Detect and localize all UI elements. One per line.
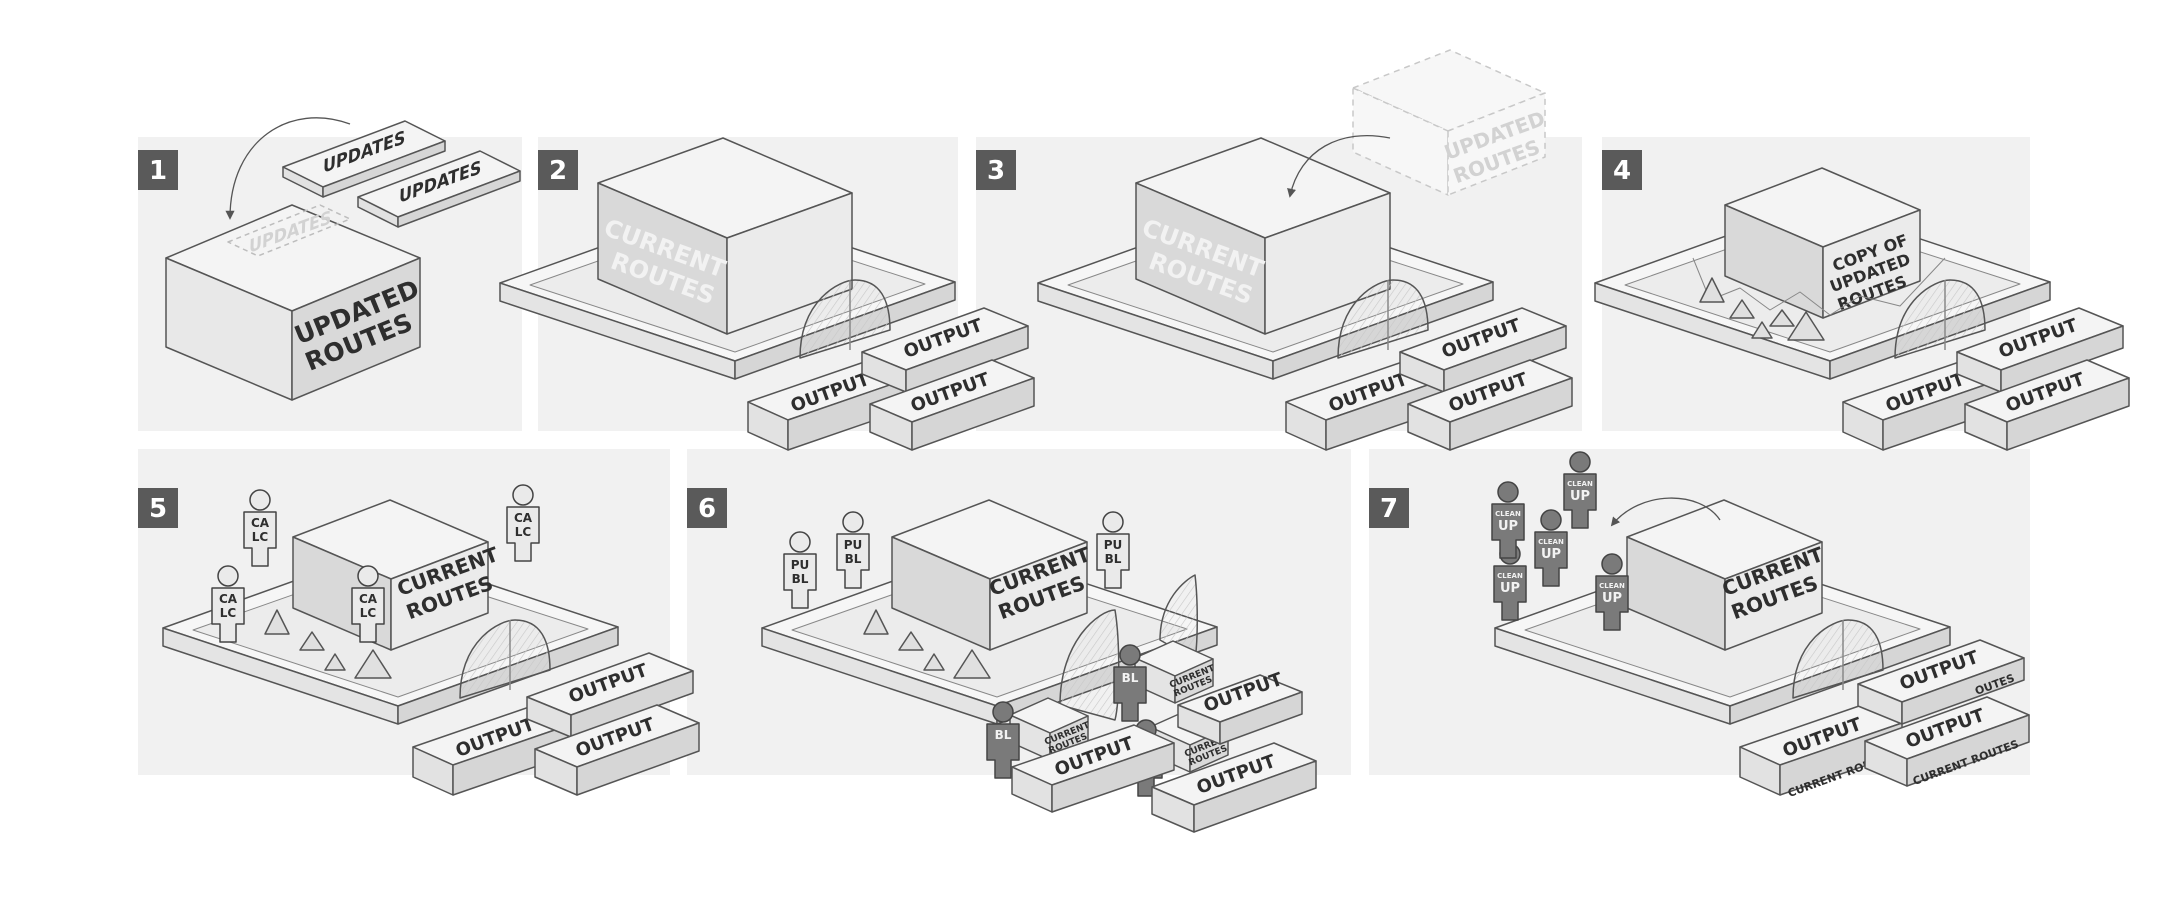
svg-text:CA: CA	[359, 592, 378, 606]
svg-text:LC: LC	[252, 530, 269, 544]
pyramid-icon	[953, 649, 991, 679]
svg-text:UP: UP	[1541, 547, 1561, 562]
svg-text:CLEAN: CLEAN	[1599, 582, 1625, 590]
svg-text:UP: UP	[1500, 581, 1520, 596]
arrow-icon	[1610, 497, 1721, 527]
svg-text:2: 2	[549, 156, 567, 186]
pyramid-icon	[354, 649, 392, 679]
step-badge-2: 2	[538, 150, 578, 190]
output-slab-3: OUTPUT	[1407, 359, 1573, 451]
pyramid-icon	[1729, 299, 1755, 319]
svg-text:4: 4	[1613, 156, 1631, 186]
step-1-scene: UPDATES UPDATES UPDATES UPDATED ROUTES	[165, 117, 521, 401]
pyramid-icon	[863, 609, 889, 635]
svg-text:CLEAN: CLEAN	[1495, 510, 1521, 518]
step-3-scene: CURRENT ROUTES UPDATED ROUTES OUTPUT OUT…	[1037, 49, 1573, 451]
svg-text:PU: PU	[844, 538, 863, 552]
output-slab-3: OUTPUT	[534, 704, 700, 796]
publish-worker: BL	[1113, 644, 1147, 722]
ghost-box	[1352, 49, 1546, 196]
output-slab-2: OUTPUT	[526, 652, 694, 738]
svg-text:UP: UP	[1498, 519, 1518, 534]
pyramid-icon	[1751, 321, 1773, 339]
output-slab-1: OUTPUT	[1011, 724, 1175, 813]
output-slab-1: OUTPUT	[747, 359, 911, 451]
svg-text:BL: BL	[995, 728, 1012, 742]
pyramid-icon	[1787, 311, 1825, 341]
output-slab-3: OUTPUT	[1151, 742, 1317, 833]
svg-text:1: 1	[149, 156, 167, 186]
arrow-icon	[1287, 134, 1391, 198]
svg-text:CA: CA	[514, 511, 533, 525]
step-badge-1: 1	[138, 150, 178, 190]
svg-text:LC: LC	[220, 606, 237, 620]
svg-text:CLEAN: CLEAN	[1567, 480, 1593, 488]
pyramid-icon	[898, 631, 924, 651]
output-slab-2: OUTPUT	[1956, 307, 2124, 393]
svg-text:BL: BL	[1105, 552, 1122, 566]
step-badge-4: 4	[1602, 150, 1642, 190]
publish-worker: BL	[986, 701, 1020, 779]
pyramid-icon	[1699, 277, 1725, 303]
pyramid-icon	[923, 653, 945, 671]
svg-text:3: 3	[987, 156, 1005, 186]
svg-text:CA: CA	[251, 516, 270, 530]
svg-text:CLEAN: CLEAN	[1497, 572, 1523, 580]
svg-text:UP: UP	[1602, 591, 1622, 606]
svg-text:6: 6	[698, 494, 716, 524]
svg-text:LC: LC	[360, 606, 377, 620]
step-badge-6: 6	[687, 488, 727, 528]
step-badge-5: 5	[138, 488, 178, 528]
pyramid-icon	[324, 653, 346, 671]
step-4-scene: COPY OF UPDATED ROUTES OUTPUT OUTPUT OUT…	[1594, 167, 2130, 451]
svg-text:7: 7	[1380, 494, 1398, 524]
svg-text:BL: BL	[792, 572, 809, 586]
svg-text:BL: BL	[845, 552, 862, 566]
svg-text:LC: LC	[515, 525, 532, 539]
output-slab-3: OUTPUT	[869, 359, 1035, 451]
step-2-scene: CURRENT ROUTES OUTPUT OUTPUT OUTPUT	[499, 137, 1035, 451]
step-badge-7: 7	[1369, 488, 1409, 528]
pyramid-icon	[299, 631, 325, 651]
step-badge-3: 3	[976, 150, 1016, 190]
output-slab-2: OUTPUT	[1399, 307, 1567, 393]
arrow-icon	[225, 117, 351, 220]
pyramid-icon	[1769, 309, 1795, 327]
svg-text:CLEAN: CLEAN	[1538, 538, 1564, 546]
svg-text:5: 5	[149, 494, 167, 524]
svg-text:CA: CA	[219, 592, 238, 606]
svg-text:PU: PU	[791, 558, 810, 572]
svg-text:UP: UP	[1570, 489, 1590, 504]
svg-text:BL: BL	[1122, 671, 1139, 685]
output-slab-2: OUTPUT OUTES	[1857, 639, 2025, 725]
pyramid-icon	[264, 609, 290, 635]
output-slab-3: OUTPUT	[1964, 359, 2130, 451]
svg-text:PU: PU	[1104, 538, 1123, 552]
output-slab-2: OUTPUT	[861, 307, 1029, 393]
